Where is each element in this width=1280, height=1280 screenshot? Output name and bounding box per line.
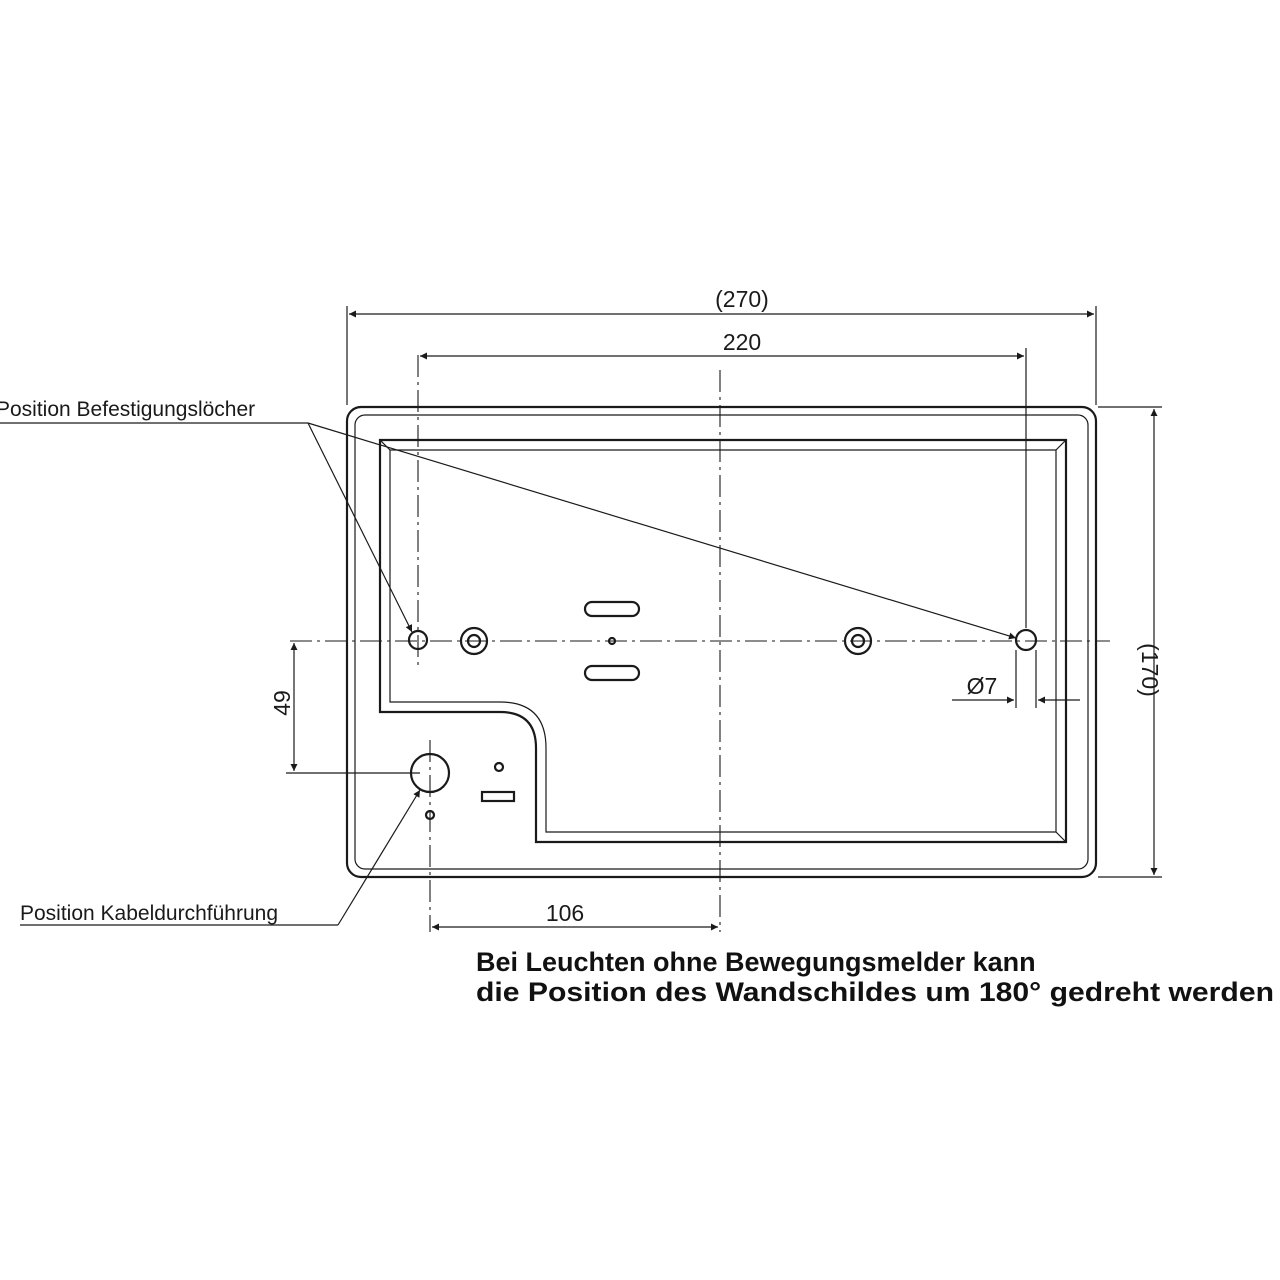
dimension-overall-width <box>346 306 1097 405</box>
leader-cable-entry <box>20 789 421 926</box>
mounting-hole-left <box>407 629 429 651</box>
slot-lower <box>583 664 641 682</box>
label-cable-entry: Position Kabeldurchführung <box>20 902 278 925</box>
note-line-1: Bei Leuchten ohne Bewegungsmelder kann <box>476 947 1036 977</box>
slot-upper <box>583 600 641 618</box>
small-pin-hole <box>493 761 505 773</box>
wall-plate-outline <box>345 405 1098 879</box>
dimension-overall-height <box>1098 406 1162 878</box>
screw-boss-left <box>459 626 489 656</box>
inner-recess-outline <box>378 438 1068 844</box>
dim-cable-offset-text: 106 <box>546 900 584 926</box>
dim-hole-height-text: 49 <box>269 690 295 716</box>
note-line-2: die Position des Wandschildes um 180° ge… <box>476 977 1274 1007</box>
rect-opening <box>480 790 516 803</box>
mounting-hole-right <box>1014 628 1038 652</box>
leader-mounting-holes <box>0 422 1017 640</box>
dimension-hole-diameter <box>952 650 1080 708</box>
dim-hole-spacing-text: 220 <box>723 329 761 355</box>
dimension-hole-height <box>286 643 420 774</box>
dim-overall-width-text: (270) <box>715 286 769 312</box>
dimension-hole-spacing <box>420 348 1027 628</box>
center-pin-hole <box>607 636 617 646</box>
dim-overall-height-text: (170) <box>1137 643 1163 697</box>
label-mounting-holes: Position Befestigungslöcher <box>0 398 255 421</box>
screw-boss-right <box>843 626 873 656</box>
dim-hole-diameter-text: Ø7 <box>967 673 998 699</box>
